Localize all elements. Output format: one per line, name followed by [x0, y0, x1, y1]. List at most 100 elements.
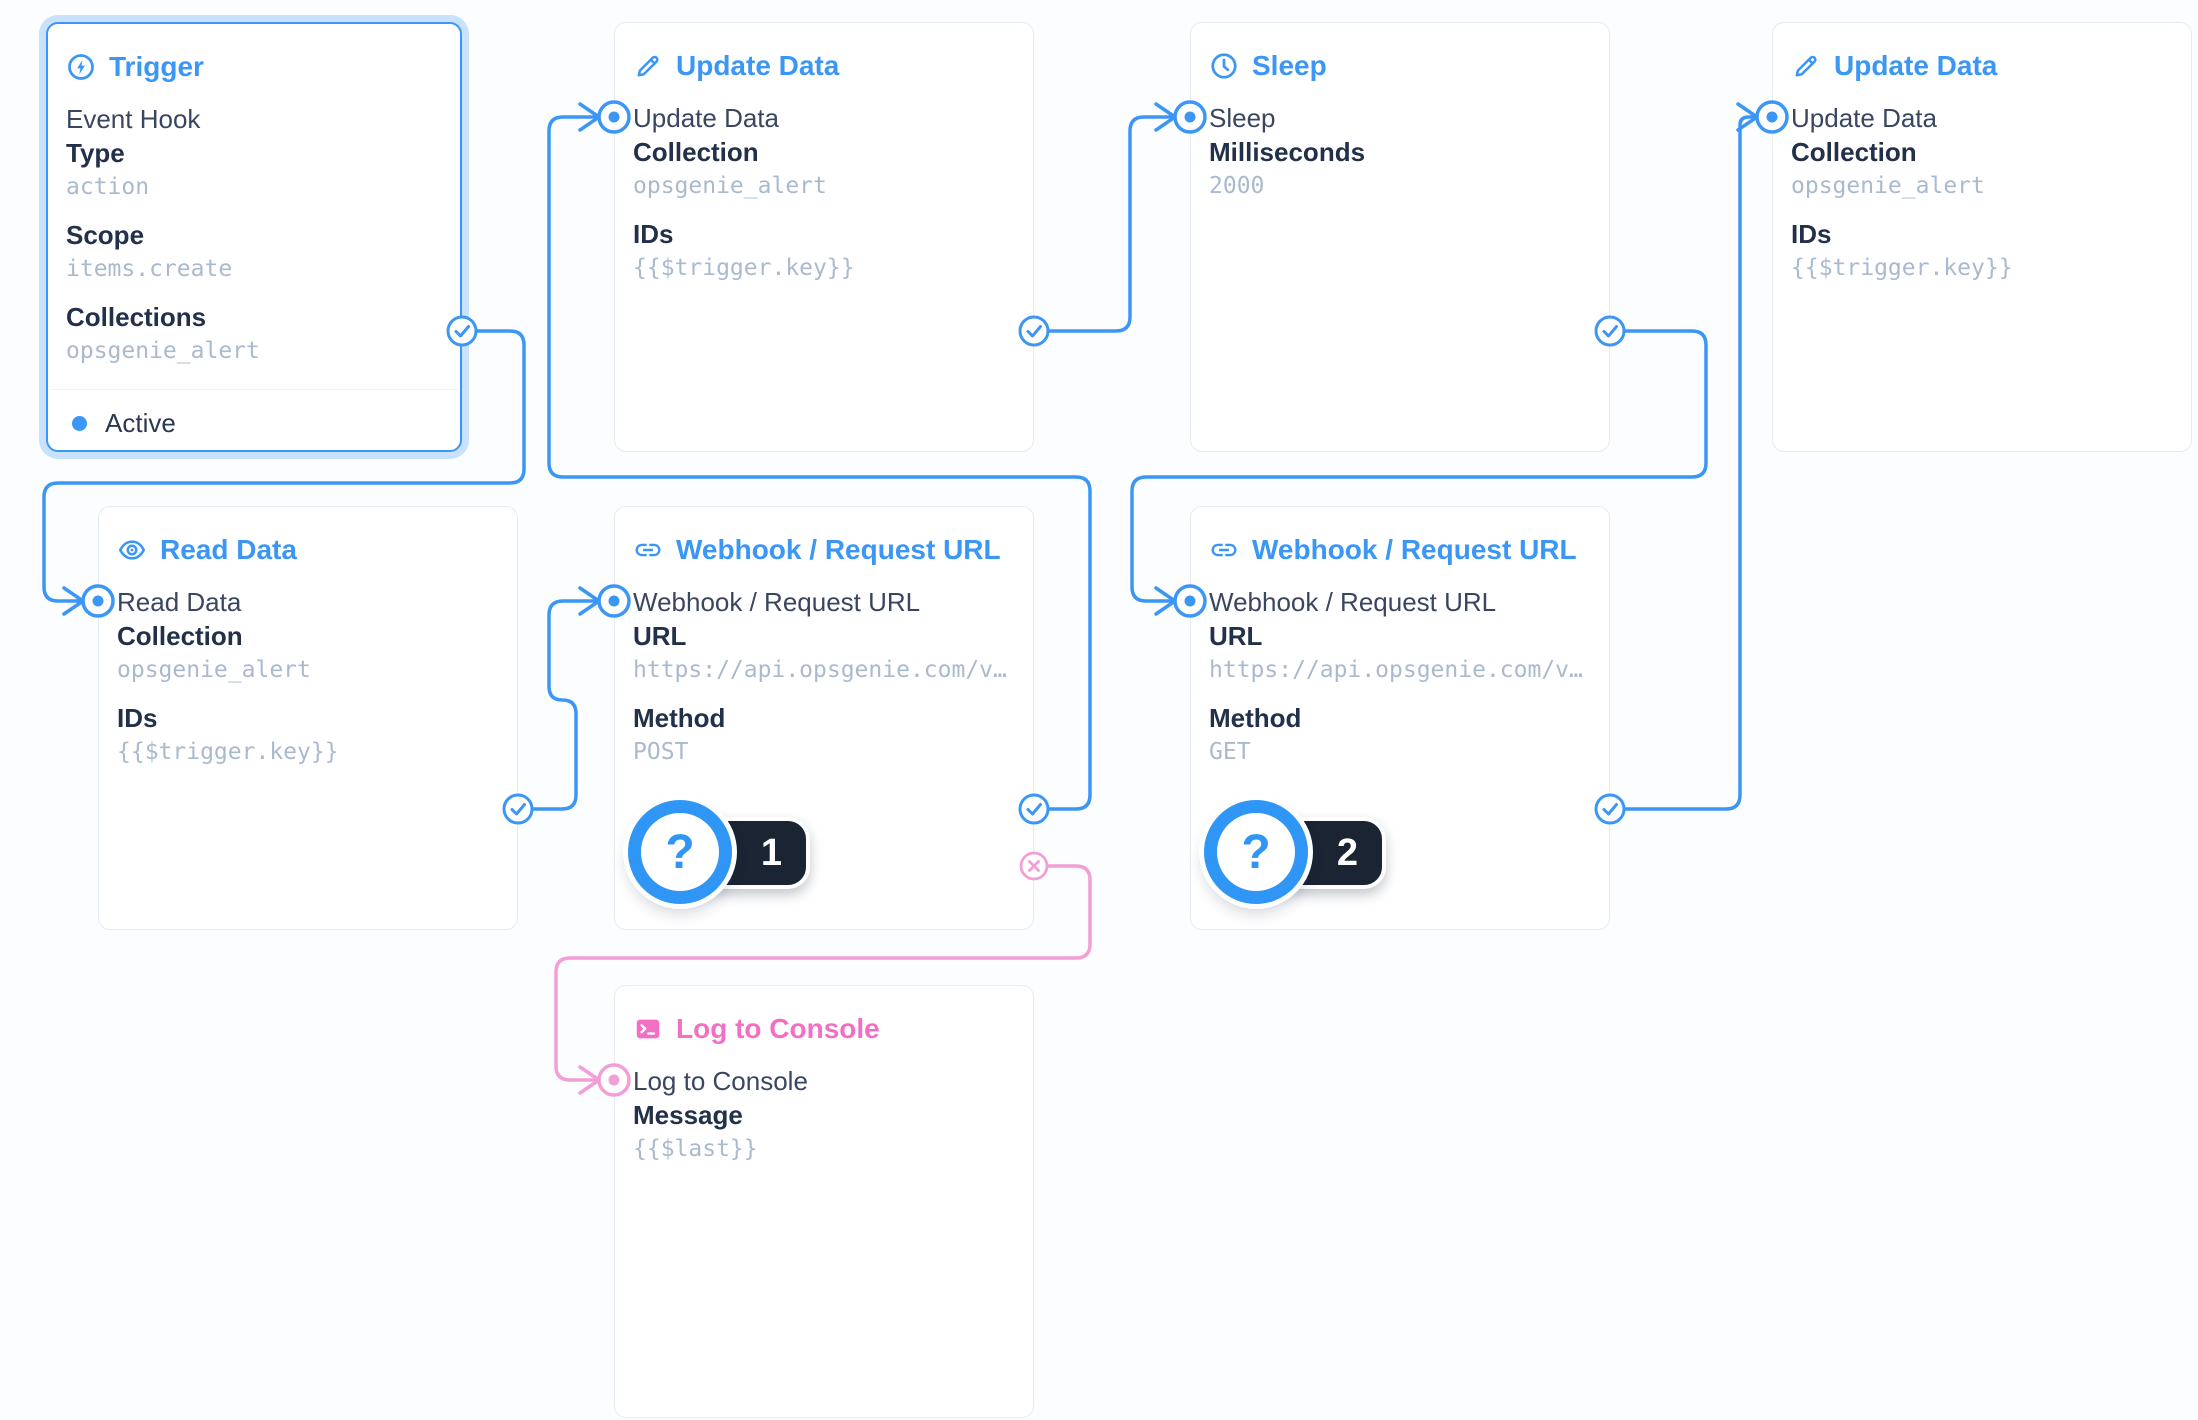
field-label: Message	[633, 1100, 743, 1130]
field-label: URL	[633, 621, 687, 651]
input-port-webhook1[interactable]	[597, 584, 631, 618]
operation-name: Webhook / Request URL	[1209, 587, 1497, 617]
input-port-read[interactable]	[81, 584, 115, 618]
operation-name: Log to Console	[633, 1066, 808, 1096]
operation-name: Webhook / Request URL	[633, 587, 921, 617]
resolve-port-trigger[interactable]	[446, 315, 478, 347]
field-label: Collection	[117, 621, 243, 651]
field-value: opsgenie_alert	[117, 657, 311, 683]
node-title: Read Data	[117, 533, 497, 567]
input-port-sleep[interactable]	[1173, 100, 1207, 134]
input-port-log[interactable]	[597, 1063, 631, 1097]
field-row: Type action	[66, 136, 440, 204]
arrowhead-icon	[578, 586, 601, 616]
node-title: Trigger	[66, 50, 440, 84]
field-value: items.create	[66, 256, 233, 282]
field-label: IDs	[1791, 219, 1832, 249]
resolve-port-webhook2[interactable]	[1594, 793, 1626, 825]
link-icon	[1209, 535, 1239, 565]
field-value: opsgenie_alert	[633, 173, 827, 199]
node-card-log-to-console[interactable]: Log to Console Log to Console Message {{…	[614, 985, 1034, 1418]
node-title-text: Update Data	[1834, 50, 1998, 81]
node-card-trigger[interactable]: Trigger Event Hook Type action Scope ite…	[46, 22, 462, 452]
status-row: Active	[72, 406, 176, 440]
node-card-sleep[interactable]: Sleep Sleep Milliseconds 2000	[1190, 22, 1610, 452]
question-status-icon: ?	[1204, 800, 1308, 904]
field-row: IDs {{$trigger.key}}	[633, 217, 1013, 285]
input-port-update2[interactable]	[1755, 100, 1789, 134]
node-title-text: Log to Console	[676, 1013, 880, 1044]
operation-name: Event Hook	[66, 104, 201, 134]
node-title-text: Read Data	[160, 534, 297, 565]
resolve-port-update1[interactable]	[1018, 315, 1050, 347]
field-label: IDs	[633, 219, 674, 249]
resolve-port-webhook1[interactable]	[1018, 793, 1050, 825]
node-title-text: Trigger	[109, 51, 204, 82]
arrowhead-icon	[578, 102, 601, 132]
operation-name: Update Data	[633, 103, 779, 133]
clock-icon	[1209, 51, 1239, 81]
field-row: Milliseconds 2000	[1209, 135, 1589, 203]
connection-update1-sleep	[1034, 115, 1175, 333]
arrowhead-icon	[62, 586, 85, 616]
field-row: Message {{$last}}	[633, 1098, 1013, 1166]
link-icon	[633, 535, 663, 565]
arrowhead-icon	[1736, 102, 1759, 132]
reject-port-webhook1[interactable]	[1019, 851, 1049, 881]
field-row: Collection opsgenie_alert	[633, 135, 1013, 203]
node-title: Webhook / Request URL	[1209, 533, 1589, 567]
field-value: {{$last}}	[633, 1136, 758, 1162]
field-value: POST	[633, 739, 689, 765]
node-title: Log to Console	[633, 1012, 1013, 1046]
operation-name: Sleep	[1209, 103, 1276, 133]
arrowhead-icon	[578, 1065, 601, 1095]
node-card-read-data[interactable]: Read Data Read Data Collection opsgenie_…	[98, 506, 518, 930]
field-value: {{$trigger.key}}	[633, 255, 855, 281]
run-result-badge-1[interactable]: 1 ?	[628, 800, 868, 910]
node-title: Webhook / Request URL	[633, 533, 1013, 567]
eye-icon	[117, 535, 147, 565]
connection-webhook2-update2	[1610, 115, 1757, 811]
node-card-update-data-2[interactable]: Update Data Update Data Collection opsge…	[1772, 22, 2192, 452]
field-value: GET	[1209, 739, 1251, 765]
field-row: IDs {{$trigger.key}}	[1791, 217, 2171, 285]
node-title-text: Update Data	[676, 50, 840, 81]
field-value: https://api.opsgenie.com/v…	[633, 657, 1007, 683]
field-value: action	[66, 174, 150, 200]
field-row: Scope items.create	[66, 218, 440, 286]
resolve-port-read[interactable]	[502, 793, 534, 825]
field-row: URL https://api.opsgenie.com/v…	[1209, 619, 1589, 687]
input-port-webhook2[interactable]	[1173, 584, 1207, 618]
field-label: URL	[1209, 621, 1263, 651]
field-value: {{$trigger.key}}	[1791, 255, 2013, 281]
field-label: Method	[1209, 703, 1302, 733]
field-label: Scope	[66, 220, 145, 250]
node-title: Sleep	[1209, 49, 1589, 83]
field-label: Collections	[66, 302, 207, 332]
field-label: Collection	[1791, 137, 1917, 167]
field-row: Collections opsgenie_alert	[66, 300, 440, 368]
arrowhead-icon	[1154, 102, 1177, 132]
field-row: Method POST	[633, 701, 1013, 769]
arrowhead-icon	[1154, 586, 1177, 616]
pencil-icon	[633, 51, 663, 81]
operation-name: Update Data	[1791, 103, 1937, 133]
field-value: opsgenie_alert	[66, 338, 260, 364]
operation-name: Read Data	[117, 587, 242, 617]
field-label: Collection	[633, 137, 759, 167]
node-title-text: Webhook / Request URL	[1252, 534, 1577, 565]
node-card-update-data-1[interactable]: Update Data Update Data Collection opsge…	[614, 22, 1034, 452]
field-label: Method	[633, 703, 726, 733]
resolve-port-sleep[interactable]	[1594, 315, 1626, 347]
node-title-text: Webhook / Request URL	[676, 534, 1001, 565]
divider	[50, 389, 458, 390]
run-result-badge-2[interactable]: 2 ?	[1204, 800, 1444, 910]
status-label: Active	[105, 407, 176, 438]
field-row: URL https://api.opsgenie.com/v…	[633, 619, 1013, 687]
terminal-icon	[633, 1014, 663, 1044]
field-row: Collection opsgenie_alert	[117, 619, 497, 687]
field-label: Milliseconds	[1209, 137, 1366, 167]
pencil-icon	[1791, 51, 1821, 81]
input-port-update1[interactable]	[597, 100, 631, 134]
